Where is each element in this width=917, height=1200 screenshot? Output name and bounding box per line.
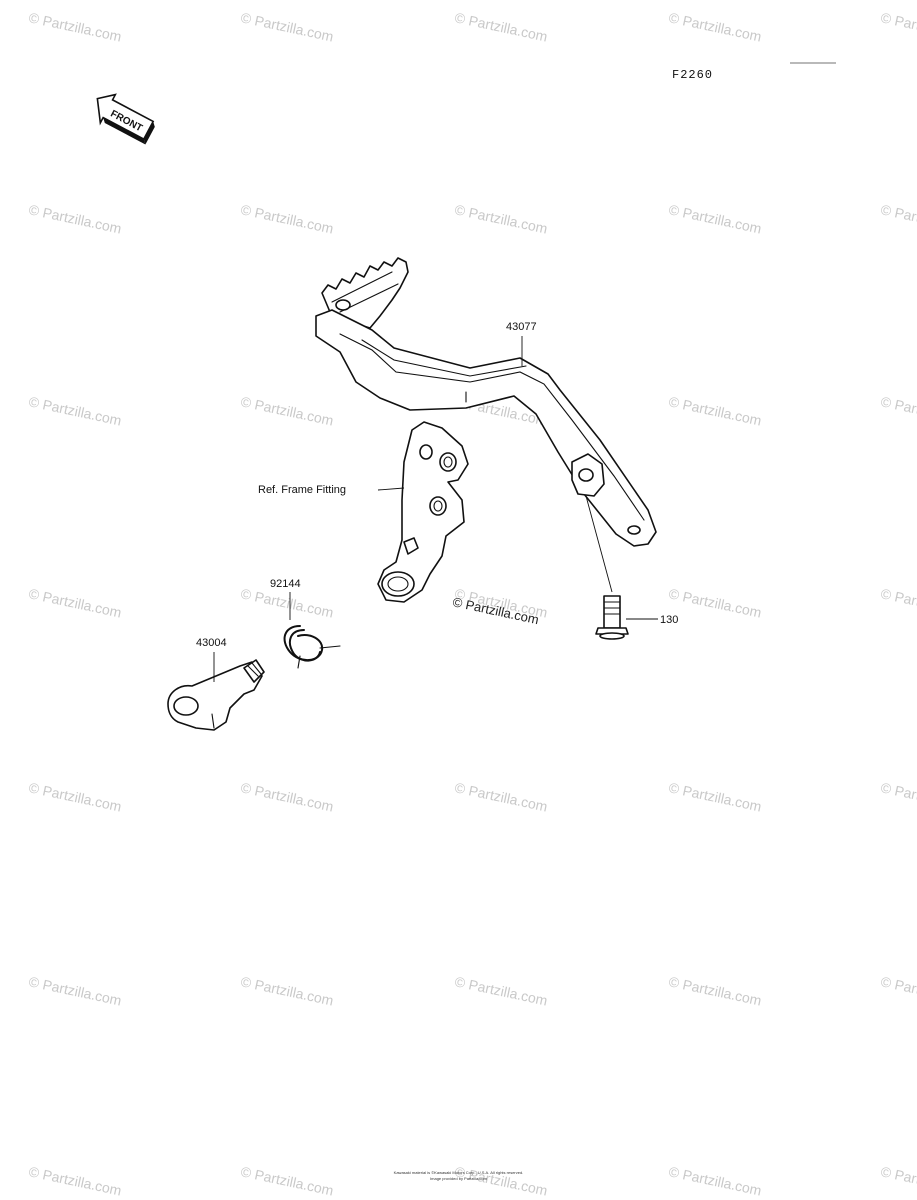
diagram-code: F2260: [672, 68, 713, 82]
watermark-text: © Partzilla.com: [27, 393, 123, 428]
svg-text:92144: 92144: [270, 578, 301, 590]
callout-130: 130: [626, 614, 678, 626]
watermark-text: © Partzilla.com: [879, 585, 917, 620]
watermark-text: © Partzilla.com: [453, 779, 549, 814]
callout-frame-fitting: Ref. Frame Fitting: [258, 484, 405, 496]
svg-text:Ref. Frame Fitting: Ref. Frame Fitting: [258, 484, 346, 496]
bolt-part[interactable]: [595, 595, 629, 640]
watermark-text: © Partzilla.com: [667, 9, 763, 44]
watermark-text: © Partzilla.com: [27, 779, 123, 814]
watermark-text: © Partzilla.com: [27, 973, 123, 1008]
svg-text:130: 130: [660, 614, 678, 626]
watermark-text: © Partzilla.com: [27, 9, 123, 44]
footer-copyright: Kawasaki material is ©Kawasaki Motors Co…: [393, 1170, 524, 1175]
watermark-text: © Partzilla.com: [239, 973, 335, 1008]
watermark-text: © Partzilla.com: [667, 201, 763, 236]
callout-92144: 92144: [270, 578, 301, 620]
callout-43077: 43077: [506, 321, 537, 366]
watermark-text: © Partzilla.com: [879, 779, 917, 814]
watermark-text: © Partzilla.com: [27, 585, 123, 620]
watermark-text: © Partzilla.com: [667, 779, 763, 814]
watermark-text: © Partzilla.com: [667, 973, 763, 1008]
callout-43004: 43004: [196, 637, 227, 682]
watermark-text: © Partzilla.com: [453, 973, 549, 1008]
watermark-text: © Partzilla.com: [239, 585, 335, 620]
brake-pedal-part[interactable]: [315, 257, 657, 547]
watermark-text: © Partzilla.com: [879, 973, 917, 1008]
svg-text:43004: 43004: [196, 637, 227, 649]
footer-credit: Image provided by Partzilla.com: [430, 1176, 487, 1181]
svg-text:43077: 43077: [506, 321, 537, 333]
watermark-text: © Partzilla.com: [879, 201, 917, 236]
front-arrow-icon: FRONT: [96, 93, 155, 145]
watermark-text: © Partzilla.com: [453, 9, 549, 44]
watermark-text: © Partzilla.com: [667, 393, 763, 428]
watermark-text: © Partzilla.com: [879, 393, 917, 428]
watermark-text: © Partzilla.com: [239, 9, 335, 44]
shaft-part[interactable]: [167, 659, 265, 731]
frame-fitting-part: [377, 421, 469, 603]
watermark-text: © Partzilla.com: [239, 779, 335, 814]
spring-part[interactable]: [283, 625, 341, 669]
watermark-text: © Partzilla.com: [453, 201, 549, 236]
watermark-text: © Partzilla.com: [27, 201, 123, 236]
watermark-text: © Partzilla.com: [239, 201, 335, 236]
watermark-text: © Partzilla.com: [879, 9, 917, 44]
assembly-line: [585, 495, 613, 593]
watermark-text: © Partzilla.com: [239, 393, 335, 428]
watermark-text: © Partzilla.com: [667, 585, 763, 620]
